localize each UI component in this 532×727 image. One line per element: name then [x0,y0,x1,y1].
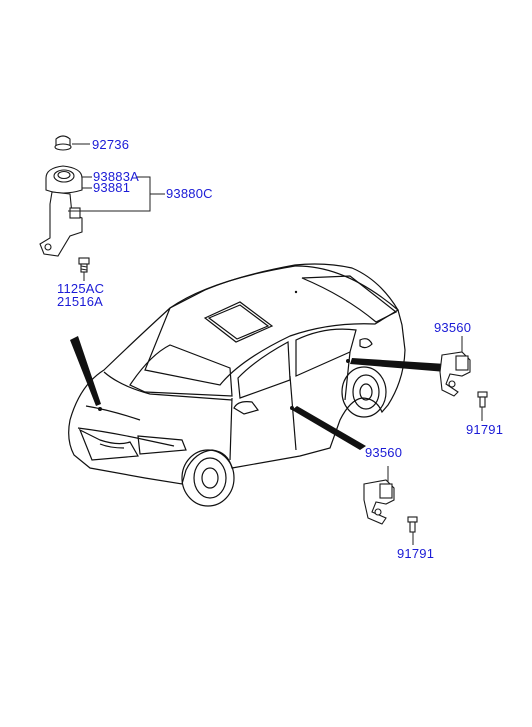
car-illustration [68,263,406,507]
cap-part [54,135,72,151]
screw-front-part [407,516,418,533]
pointer-rear-door [350,358,446,372]
bolt-part [78,257,90,273]
label-assembly: 93880C [166,186,213,201]
pointer-front-door [292,406,366,450]
pointer-hood [70,336,101,406]
label-cap: 92736 [92,137,130,152]
label-sensor-rear: 93560 [434,320,472,335]
label-bolt-1: 1125AC [57,281,105,296]
sensor-unit-part [39,165,83,257]
screw-rear-part [477,391,488,408]
label-sensor-front: 93560 [365,445,403,460]
label-screw-rear: 91791 [466,422,504,437]
door-sensor-front-part [363,479,395,525]
label-unit-a: 93883A [93,169,140,184]
label-bolt-2: 21516A [57,294,104,309]
label-unit-b: 93881 [93,180,131,195]
label-screw-front: 91791 [397,546,435,561]
door-sensor-rear-part [439,351,471,397]
